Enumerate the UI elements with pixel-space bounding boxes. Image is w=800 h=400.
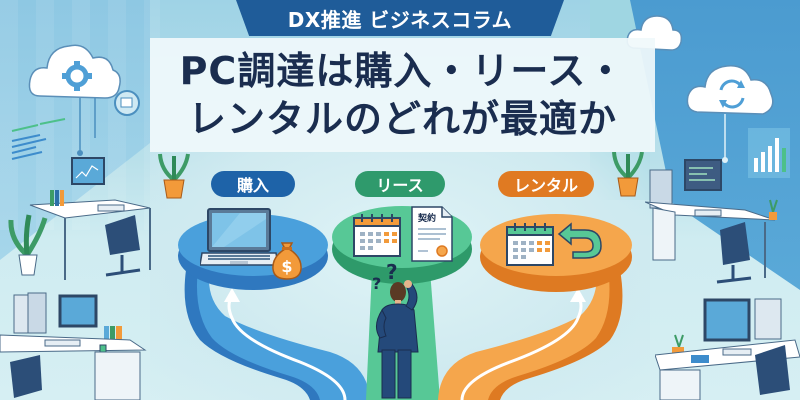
- code-lines-decoration: [11, 118, 66, 160]
- page-title-line-1: PC調達は購入・リース・: [179, 49, 626, 93]
- question-mark-small: ?: [372, 274, 382, 293]
- option-label-buy: 購入: [211, 171, 295, 197]
- option-label-lease: リース: [355, 171, 445, 197]
- category-banner: DX推進 ビジネスコラム: [236, 0, 564, 36]
- contract-icon: 契約: [411, 206, 453, 262]
- cloud-gear-icon: [28, 44, 121, 156]
- title-box: PC調達は購入・リース・ レンタルのどれが最適か: [150, 38, 655, 152]
- plant-right-top: [612, 151, 644, 197]
- contract-label: 契約: [417, 212, 436, 224]
- page-title-line-2: レンタルのどれが最適か: [187, 97, 617, 141]
- office-desk-right-bottom: [655, 298, 800, 400]
- calendar-icon: [353, 214, 401, 257]
- plant-left-top: [158, 153, 190, 199]
- option-label-rental: レンタル: [498, 171, 594, 197]
- office-desk-left-top: [29, 157, 151, 280]
- plant-left: [8, 214, 48, 276]
- platform-rental: [480, 214, 632, 276]
- calendar-icon: [506, 223, 554, 266]
- dollar-sign: $: [281, 257, 292, 276]
- laptop-icon: [200, 208, 278, 266]
- chart-panel-decoration: [748, 128, 790, 178]
- banner-label: DX推進 ビジネスコラム: [287, 7, 513, 32]
- cube-icon: [114, 90, 140, 116]
- office-desk-right-top: [645, 159, 778, 284]
- question-mark-large: ?: [386, 260, 398, 284]
- return-arrow-icon: [557, 222, 602, 259]
- office-desk-left-bottom: [0, 292, 147, 400]
- businessman-figure: [376, 280, 419, 399]
- money-bag-icon: $: [272, 242, 302, 280]
- cloud-sync-icon: [686, 65, 774, 163]
